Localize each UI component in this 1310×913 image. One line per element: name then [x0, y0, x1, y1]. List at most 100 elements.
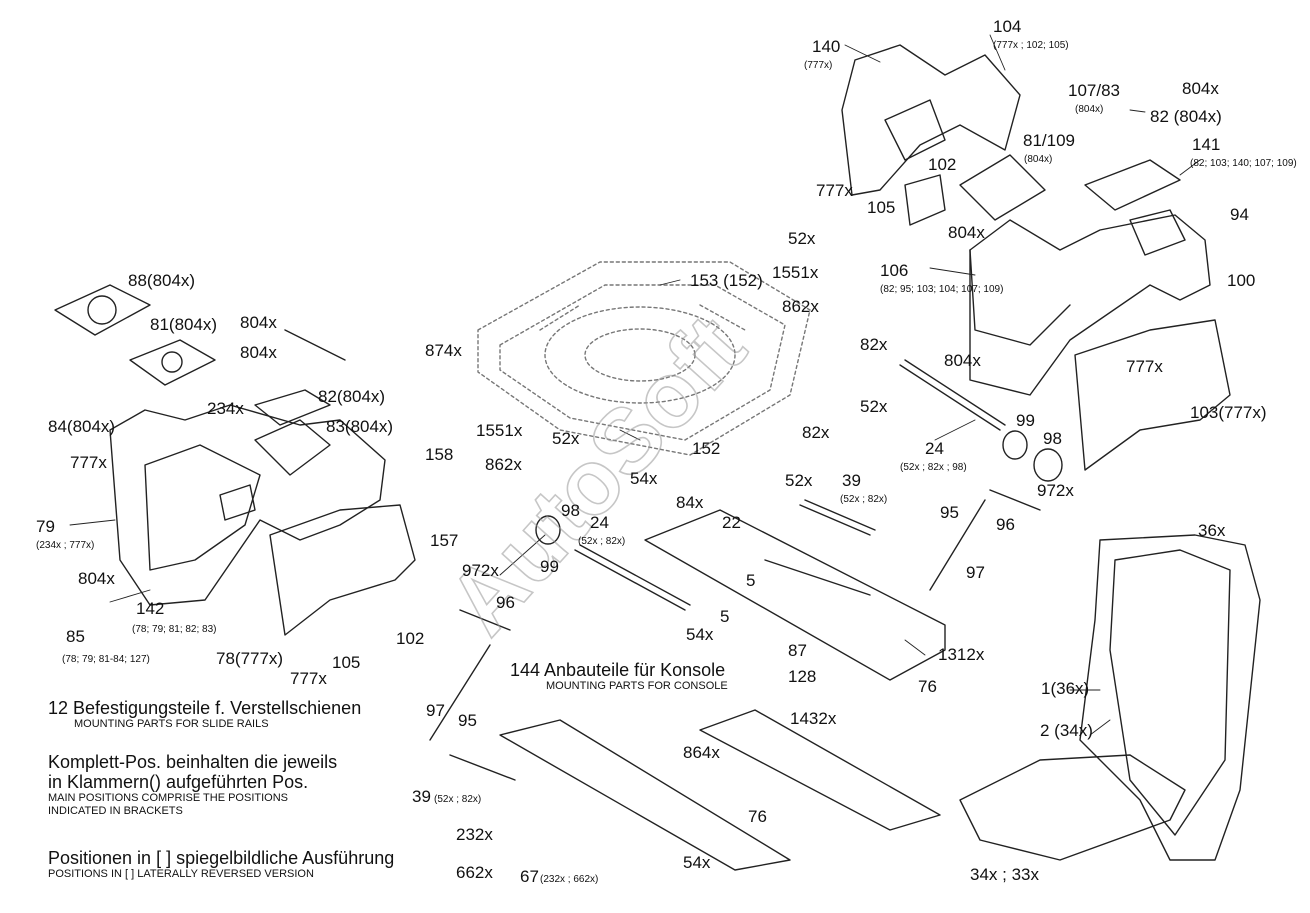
part-label: 95 [940, 503, 959, 522]
part-label: 87 [788, 641, 807, 660]
part-label: 98 [1043, 429, 1062, 448]
part-label: 106 [880, 261, 908, 280]
part-label-sub: (52x ; 82x) [434, 794, 481, 805]
part-label: 862x [485, 455, 522, 474]
part-label-sub: (777x) [804, 60, 832, 71]
cover-panel-104-140 [841, 44, 1021, 226]
slide-rails-en: MOUNTING PARTS FOR SLIDE RAILS [74, 718, 269, 731]
part-label-sub: (78; 79; 81-84; 127) [62, 654, 150, 665]
seat-backrest-cushion [959, 534, 1261, 861]
part-label: 804x [240, 343, 277, 362]
part-label-sub: (234x ; 777x) [36, 540, 94, 551]
part-label: 83(804x) [326, 417, 393, 436]
part-label: 22 [722, 513, 741, 532]
part-label: 777x [290, 669, 327, 688]
part-label: 105 [867, 198, 895, 217]
complete-positions-de-2: in Klammern() aufgeführten Pos. [48, 772, 309, 793]
part-label: 142 [136, 599, 164, 618]
mirror-version-en: POSITIONS IN [ ] LATERALLY REVERSED VERS… [48, 868, 314, 881]
part-label: 972x [462, 561, 499, 580]
part-label: 158 [425, 445, 453, 464]
part-label: 804x [240, 313, 277, 332]
part-label-sub: (52x ; 82x ; 98) [900, 462, 967, 473]
part-label: 662x [456, 863, 493, 882]
part-label: 52x [785, 471, 813, 490]
side-panel-103 [1074, 319, 1231, 471]
part-label: 104 [993, 17, 1021, 36]
part-label: 52x [860, 397, 888, 416]
part-label: 98 [561, 501, 580, 520]
console-housing-79 [109, 404, 386, 606]
part-label: 78(777x) [216, 649, 283, 668]
part-label: 107/83 [1068, 81, 1120, 100]
part-label: 128 [788, 667, 816, 686]
part-label: 24 [590, 513, 609, 532]
part-label: 102 [396, 629, 424, 648]
part-label: 777x [1126, 357, 1163, 376]
part-label: 82(804x) [318, 387, 385, 406]
part-label: 99 [1016, 411, 1035, 430]
part-label: 1551x [476, 421, 523, 440]
part-label: 2 (34x) [1040, 721, 1093, 740]
mounting-plates-left [54, 284, 346, 426]
part-label-sub: (82; 103; 140; 107; 109) [1190, 158, 1297, 169]
part-label: 864x [683, 743, 720, 762]
part-label: 777x [70, 453, 107, 472]
complete-positions-en-1: MAIN POSITIONS COMPRISE THE POSITIONS [48, 792, 288, 805]
part-label: 874x [425, 341, 462, 360]
part-label: 76 [918, 677, 937, 696]
mirror-version-note: Positionen in [ ] spiegelbildliche Ausfü… [48, 848, 394, 880]
part-label: 97 [426, 701, 445, 720]
console-mounting-note: 144 Anbauteile für Konsole MOUNTING PART… [510, 660, 728, 692]
part-label: 972x [1037, 481, 1074, 500]
part-label-sub: (82; 95; 103; 104; 107; 109) [880, 284, 1003, 295]
part-label: 153 (152) [690, 271, 763, 290]
part-label: 777x [816, 181, 853, 200]
part-label: 141 [1192, 135, 1220, 154]
part-label: 96 [496, 593, 515, 612]
slide-rails [499, 509, 946, 871]
part-label: 94 [1230, 205, 1249, 224]
part-label-sub: (52x ; 82x) [840, 494, 887, 505]
part-label: 1312x [938, 645, 985, 664]
part-label: 24 [925, 439, 944, 458]
part-label: 1(36x) [1041, 679, 1089, 698]
part-label: 95 [458, 711, 477, 730]
part-label: 39 [842, 471, 861, 490]
part-label: 96 [996, 515, 1015, 534]
part-label: 34x ; 33x [970, 865, 1039, 884]
part-label-sub: (232x ; 662x) [540, 874, 598, 885]
part-label: 82x [860, 335, 888, 354]
part-label: 36x [1198, 521, 1226, 540]
slide-rails-de: 12 Befestigungsteile f. Verstellschienen [48, 698, 362, 718]
part-label: 39 [412, 787, 431, 806]
console-mounting-de: 144 Anbauteile für Konsole [510, 660, 726, 680]
complete-positions-en-2: INDICATED IN BRACKETS [48, 804, 183, 817]
part-labels: 140 (777x) 104 (777x ; 102; 105) 107/83 … [36, 17, 1297, 886]
part-label: 54x [686, 625, 714, 644]
part-label: 97 [966, 563, 985, 582]
part-label: 84(804x) [48, 417, 115, 436]
part-label: 804x [944, 351, 981, 370]
part-label: 84x [676, 493, 704, 512]
part-label: 234x [207, 399, 244, 418]
part-label: 52x [552, 429, 580, 448]
part-label: 79 [36, 517, 55, 536]
part-label: 804x [948, 223, 985, 242]
part-label: 157 [430, 531, 458, 550]
part-label-sub: (804x) [1075, 104, 1103, 115]
part-label: 5 [746, 571, 755, 590]
part-label: 232x [456, 825, 493, 844]
part-label: 88(804x) [128, 271, 195, 290]
side-panel-lower-left [269, 504, 416, 636]
slide-rails-note: 12 Befestigungsteile f. Verstellschienen… [48, 698, 361, 730]
mirror-version-de: Positionen in [ ] spiegelbildliche Ausfü… [48, 848, 395, 868]
part-label: 99 [540, 557, 559, 576]
part-label: 82 (804x) [1150, 107, 1222, 126]
seat-plate-153 [477, 261, 811, 456]
part-label: 140 [812, 37, 840, 56]
part-label: 82x [802, 423, 830, 442]
leader-lines [69, 34, 1201, 736]
part-label: 76 [748, 807, 767, 826]
